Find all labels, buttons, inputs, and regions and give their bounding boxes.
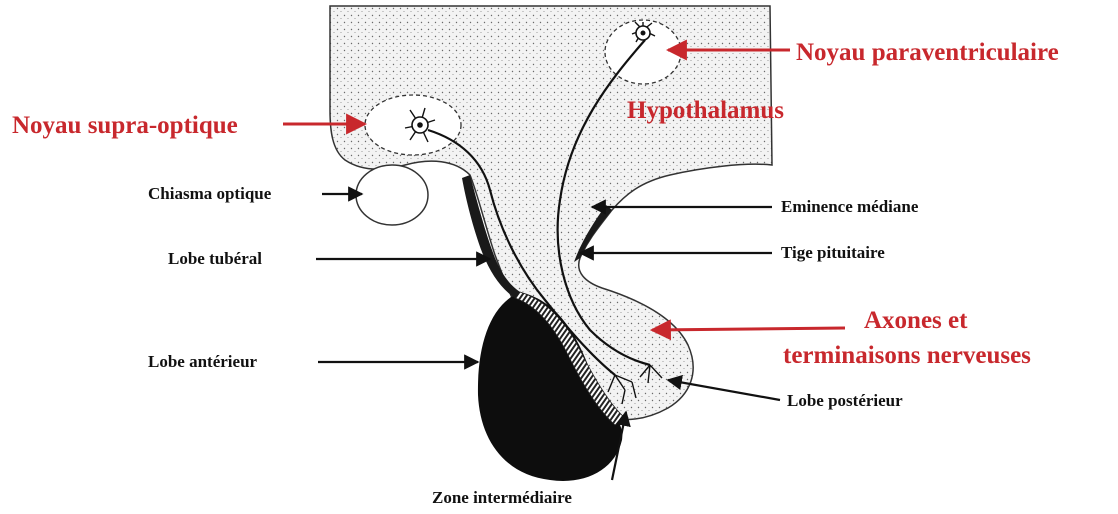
label-axons-line1: Axones et [864, 307, 968, 334]
label-tuberal-lobe: Lobe tubéral [168, 249, 262, 268]
label-hypothalamus: Hypothalamus [627, 97, 784, 124]
label-supraoptic: Noyau supra-optique [12, 112, 238, 139]
label-pituitary-stalk: Tige pituitaire [781, 243, 885, 262]
label-intermediate-zone: Zone intermédiaire [432, 488, 572, 507]
arrow-axons [652, 328, 845, 330]
optic-chiasm-shape [356, 165, 428, 225]
label-median-eminence: Eminence médiane [781, 197, 919, 216]
label-paraventricular: Noyau paraventriculaire [796, 39, 1059, 66]
label-axons-line2: terminaisons nerveuses [783, 342, 1031, 369]
label-optic-chiasm: Chiasma optique [148, 184, 272, 203]
label-anterior-lobe: Lobe antérieur [148, 352, 258, 371]
label-posterior-lobe: Lobe postérieur [787, 391, 903, 410]
